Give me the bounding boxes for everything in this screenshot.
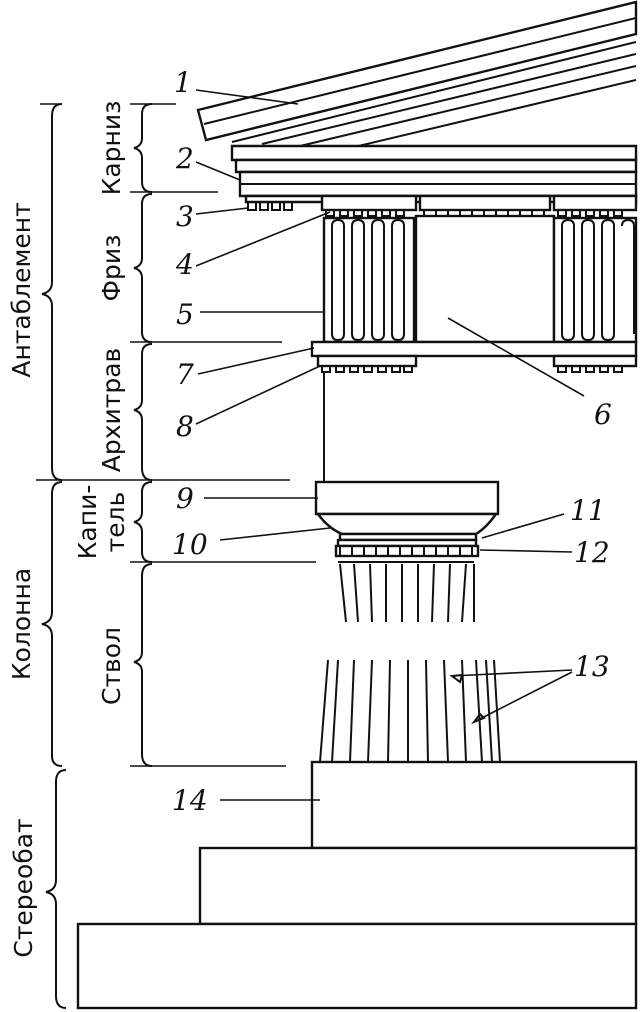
stereobate-bracket (45, 769, 67, 1009)
label-stereobate: Стереобат (9, 818, 38, 957)
frieze-bracket (133, 193, 153, 343)
callout-4: 4 (175, 248, 194, 281)
callout-1: 1 (174, 66, 192, 99)
label-shaft: Ствол (97, 627, 126, 705)
architrave-bracket (133, 343, 153, 481)
callout-5: 5 (176, 298, 194, 331)
callout-7: 7 (176, 358, 194, 391)
frieze (320, 194, 638, 344)
callout-10: 10 (172, 528, 208, 561)
capital-bracket (133, 481, 153, 563)
label-cornice: Карниз (97, 101, 126, 196)
label-capital-1: Капи- (73, 485, 102, 560)
label-architrave: Архитрав (97, 348, 126, 473)
callout-6: 6 (594, 398, 612, 431)
callout-14: 14 (172, 784, 208, 817)
label-column: Колонна (7, 568, 36, 680)
callout-13: 13 (574, 650, 610, 683)
leader-lines (195, 89, 585, 801)
callout-12: 12 (574, 536, 610, 569)
label-capital-2: тель (101, 492, 130, 553)
shaft-bracket (133, 563, 153, 767)
callout-8: 8 (176, 410, 194, 443)
label-frieze: Фриз (97, 235, 126, 302)
column-bracket (41, 481, 63, 767)
pediment (196, 0, 638, 149)
callout-11: 11 (570, 494, 606, 527)
shaft (319, 563, 501, 763)
stereobate (76, 760, 638, 1010)
callout-3: 3 (176, 200, 194, 233)
entablature-bracket (41, 103, 63, 481)
architrave (310, 340, 638, 482)
cornice-bracket (133, 103, 153, 193)
cornice-horizontal (230, 144, 638, 204)
mutules (247, 202, 293, 211)
callout-2: 2 (175, 142, 194, 175)
label-entablature: Антаблемент (7, 202, 36, 377)
capital (314, 480, 500, 563)
callout-9: 9 (176, 482, 194, 515)
